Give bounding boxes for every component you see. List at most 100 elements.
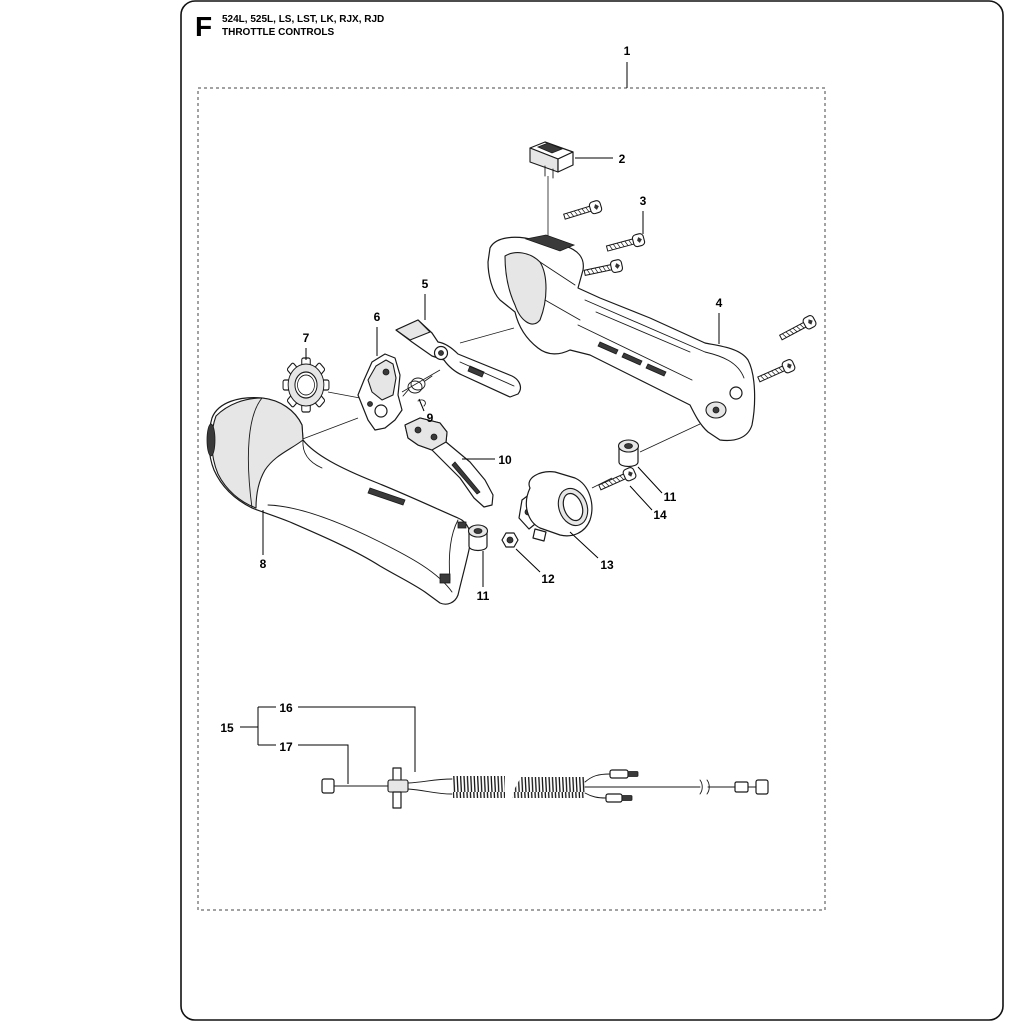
header: F 524L, 525L, LS, LST, LK, RJX, RJD THRO… xyxy=(195,11,384,42)
callout-11-right: 11 xyxy=(664,490,677,504)
handle-rear-opening xyxy=(457,521,467,529)
screw xyxy=(777,313,818,344)
cable-end-nipple xyxy=(321,778,335,794)
lever-outline xyxy=(395,319,522,398)
housing-hole-inner xyxy=(712,406,720,414)
leader-line-14 xyxy=(629,485,653,511)
leader-line-11-right xyxy=(637,466,663,494)
lever-10-hole xyxy=(430,433,438,441)
callout-5: 5 xyxy=(422,277,429,291)
switch-rocker xyxy=(536,142,564,154)
callout-numbers: 1 2 3 4 5 6 7 8 9 10 11 14 11 12 13 15 1… xyxy=(220,44,722,754)
axis-line xyxy=(401,369,441,393)
clamp-tab xyxy=(532,528,547,542)
housing-inner-edge xyxy=(539,261,581,321)
bushing-bore xyxy=(473,528,483,534)
ring-bore-inner xyxy=(297,374,315,396)
spring-coil xyxy=(407,380,423,394)
screw xyxy=(755,357,797,386)
part-8-handle xyxy=(206,397,472,605)
leader-lines xyxy=(240,62,720,784)
lever-10-head xyxy=(404,417,448,451)
lever-edge xyxy=(459,361,515,387)
axis-line xyxy=(299,417,359,441)
fitting-collar xyxy=(387,779,409,793)
lever-10-slot xyxy=(451,461,481,495)
model-list: 524L, 525L, LS, LST, LK, RJX, RJD xyxy=(222,14,384,25)
axis-line xyxy=(639,423,701,453)
housing-arm-edge xyxy=(584,299,745,379)
cable-spring-coil xyxy=(512,777,585,798)
leader-line-16 xyxy=(298,706,416,772)
callout-17: 17 xyxy=(279,740,293,754)
leader-line-9 xyxy=(418,398,425,412)
switch-tab xyxy=(544,165,554,179)
sheet-frame xyxy=(180,0,1004,1021)
callout-2: 2 xyxy=(619,152,626,166)
wire-connector-end xyxy=(627,771,639,777)
plate-face xyxy=(367,359,397,401)
axis-line xyxy=(591,477,613,489)
callout-14: 14 xyxy=(653,508,667,522)
clamp-bore xyxy=(562,492,584,522)
assembly-boundary xyxy=(197,87,826,911)
handle-trigger-slot xyxy=(367,487,406,506)
part-11-bushing-right xyxy=(617,439,640,468)
spring-leg xyxy=(402,388,410,397)
cable-wire-lower xyxy=(407,788,453,795)
nut-bore xyxy=(506,536,514,544)
handle-parting-line xyxy=(247,397,263,509)
callout-11-left: 11 xyxy=(477,589,490,603)
part-13-clamp xyxy=(518,471,593,542)
callout-6: 6 xyxy=(374,310,381,324)
housing-top-tab xyxy=(524,234,576,252)
leader-line-13 xyxy=(569,531,599,559)
part-10-lever xyxy=(404,417,494,508)
callout-9: 9 xyxy=(427,411,434,425)
lever-notch xyxy=(467,365,485,378)
handle-front-cap xyxy=(211,397,304,509)
screw xyxy=(605,232,646,255)
cable-spring-coil xyxy=(453,776,505,798)
callout-12: 12 xyxy=(541,572,555,586)
ring-bore xyxy=(294,371,318,399)
callout-1: 1 xyxy=(624,44,631,58)
lever-tip xyxy=(395,319,431,341)
plate-hole xyxy=(367,401,373,407)
part-12-nut xyxy=(501,532,519,548)
fitting-bottom-tab xyxy=(392,791,402,809)
cable-fitting xyxy=(387,767,409,809)
callout-7: 7 xyxy=(303,331,310,345)
leader-bracket-15 xyxy=(240,706,276,746)
callout-3: 3 xyxy=(640,194,647,208)
wire-connector-end xyxy=(621,795,633,801)
part-7-ring xyxy=(282,357,330,413)
cable-wire-lower xyxy=(584,792,607,799)
spring-leg xyxy=(424,375,433,382)
leader-line-17 xyxy=(298,744,349,784)
handle-end-cap xyxy=(206,423,216,457)
cable-adjuster xyxy=(734,781,749,793)
callout-16: 16 xyxy=(279,701,293,715)
handle-groove xyxy=(302,439,323,469)
section-title: THROTTLE CONTROLS xyxy=(222,27,335,38)
callout-4: 4 xyxy=(716,296,723,310)
cable-wire-upper xyxy=(407,778,453,784)
housing-slot xyxy=(597,341,619,355)
lever-10-hole xyxy=(414,426,422,434)
part-5-throttle-lever xyxy=(395,319,522,398)
housing-cavity xyxy=(504,252,547,325)
screw xyxy=(582,258,624,280)
housing-slot xyxy=(645,363,667,377)
housing-outline xyxy=(487,236,756,442)
part-14-screw xyxy=(596,465,638,494)
part-2-stop-switch xyxy=(529,141,574,179)
housing-hole xyxy=(729,386,743,400)
callout-15: 15 xyxy=(220,721,234,735)
axis-line xyxy=(459,327,515,344)
part-9-spring xyxy=(402,375,433,407)
housing-arm-edge xyxy=(577,324,693,381)
part-15-throttle-cable xyxy=(321,767,769,809)
lever-pivot-hole xyxy=(438,350,444,356)
